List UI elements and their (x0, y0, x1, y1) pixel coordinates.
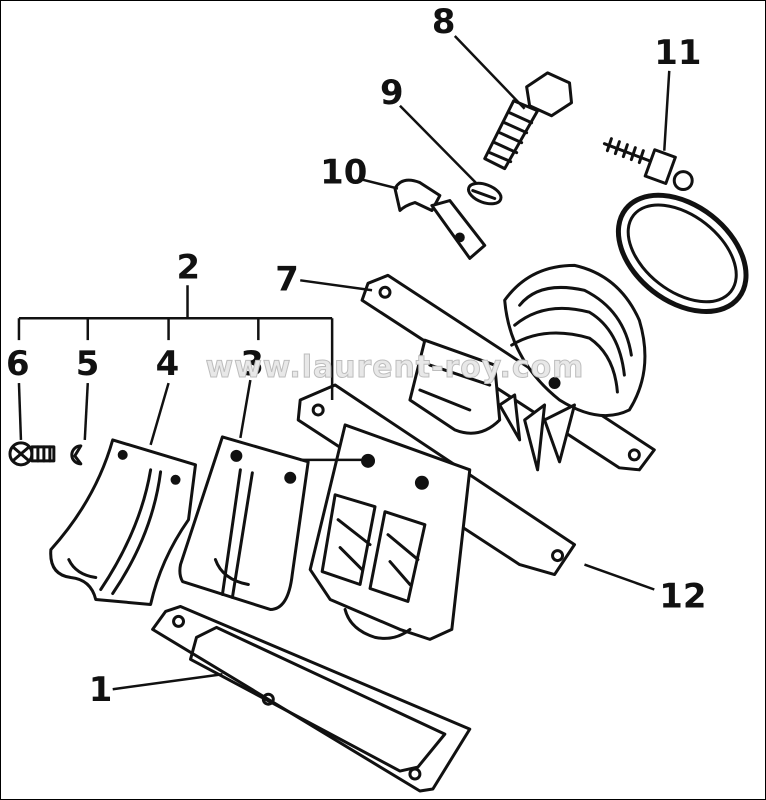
callout-4: 4 (156, 344, 180, 383)
part-1-gasket (151, 604, 472, 793)
callout-10: 10 (320, 153, 367, 192)
part-10-bracket (393, 178, 487, 260)
part-9-lock-washer (467, 181, 503, 206)
callout-5: 5 (76, 344, 100, 383)
part-11-hose-clamp (602, 137, 749, 314)
leader-lines (17, 35, 671, 691)
callout-8: 8 (432, 2, 456, 41)
callout-6: 6 (6, 344, 30, 383)
part-4-reed-stopper (49, 438, 197, 606)
callout-12: 12 (659, 576, 706, 615)
callout-11: 11 (654, 33, 701, 72)
callout-1: 1 (89, 670, 113, 709)
watermark-text: www.laurent-roy.com (205, 350, 584, 385)
callout-7: 7 (275, 259, 299, 298)
callout-2: 2 (177, 247, 201, 286)
part-12-reed-valve-body (296, 383, 576, 641)
part-8-bolt (483, 71, 574, 171)
callout-9: 9 (380, 73, 404, 112)
part-7-intake-manifold (360, 263, 656, 472)
callout-labels: 1 2 3 4 5 6 7 8 9 10 11 12 (6, 2, 706, 709)
part-5-washer (70, 444, 83, 466)
callout-3: 3 (240, 344, 264, 383)
part-6-screw (8, 441, 56, 467)
part-3-reed-petal (178, 435, 310, 611)
